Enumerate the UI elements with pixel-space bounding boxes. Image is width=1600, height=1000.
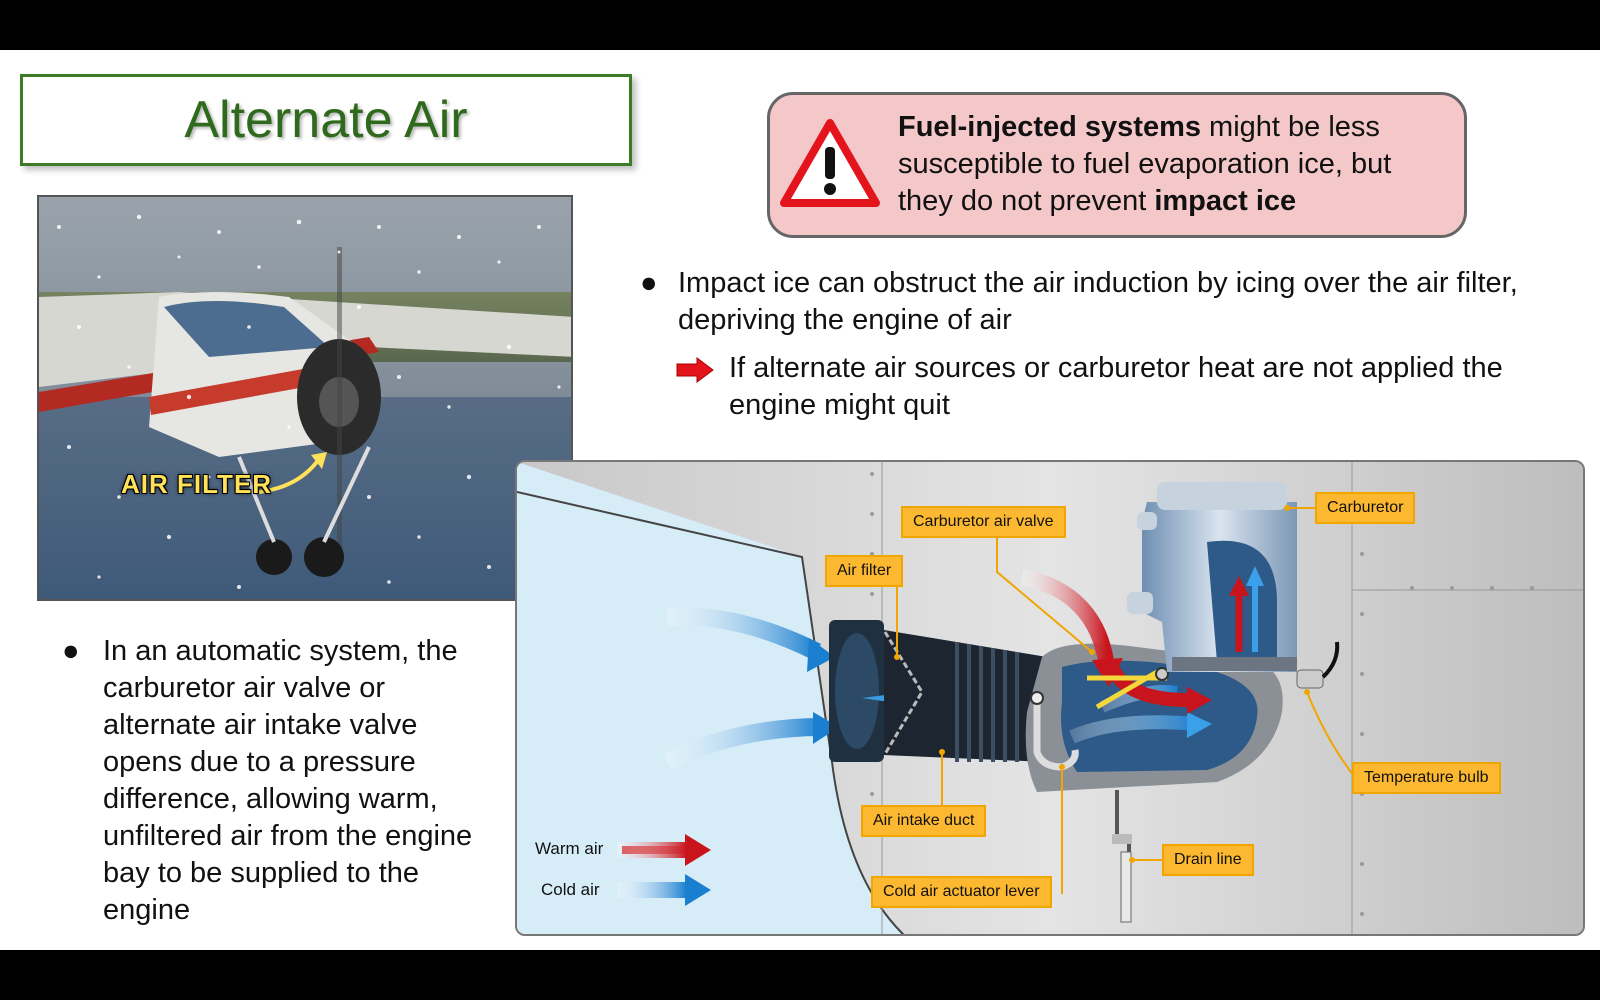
warning-text: Fuel-injected systems might be less susc…: [898, 109, 1448, 220]
bottom-letterbox: [0, 950, 1600, 1000]
title-box: Alternate Air: [20, 74, 632, 166]
air-filter-photo-label: AIR FILTER: [121, 469, 273, 499]
air-intake-duct-callout: Air intake duct: [861, 805, 987, 837]
red-arrow-icon: [676, 357, 714, 383]
warning-bold-impact-ice: impact ice: [1154, 185, 1297, 217]
warning-triangle-icon: [780, 119, 880, 207]
warm-air-legend-label: Warm air: [535, 839, 604, 858]
page-title: Alternate Air: [184, 91, 468, 149]
warning-body: might be less susceptible to fuel evapor…: [898, 111, 1392, 217]
slide: Alternate Air: [0, 50, 1600, 950]
carburetor-callout: Carburetor: [1315, 492, 1416, 524]
impact-ice-text: Impact ice can obstruct the air inductio…: [678, 267, 1518, 336]
induction-system-diagram: Carburetor air valve Carburetor Air filt…: [515, 460, 1585, 936]
warning-bold-systems: Fuel-injected systems: [898, 111, 1201, 143]
air-filter-callout: Air filter: [825, 555, 904, 587]
automatic-system-text: In an automatic system, the carburetor a…: [103, 635, 473, 926]
bullet-dot: ●: [62, 635, 80, 667]
airplane-in-snow-image: [39, 197, 571, 599]
carburetor-air-valve-callout: Carburetor air valve: [901, 506, 1066, 538]
temperature-bulb-callout: Temperature bulb: [1352, 762, 1501, 794]
airplane-photo: AIR FILTER: [37, 195, 573, 601]
cold-air-legend-label: Cold air: [541, 880, 600, 899]
induction-system-illustration: [517, 462, 1583, 934]
engine-quit-text: If alternate air sources or carburetor h…: [729, 352, 1503, 421]
top-letterbox: [0, 0, 1600, 50]
cold-air-actuator-lever-callout: Cold air actuator lever: [871, 876, 1052, 908]
drain-line-callout: Drain line: [1162, 844, 1254, 876]
bullet-dot: ●: [640, 267, 658, 299]
warning-callout: Fuel-injected systems might be less susc…: [767, 92, 1467, 238]
